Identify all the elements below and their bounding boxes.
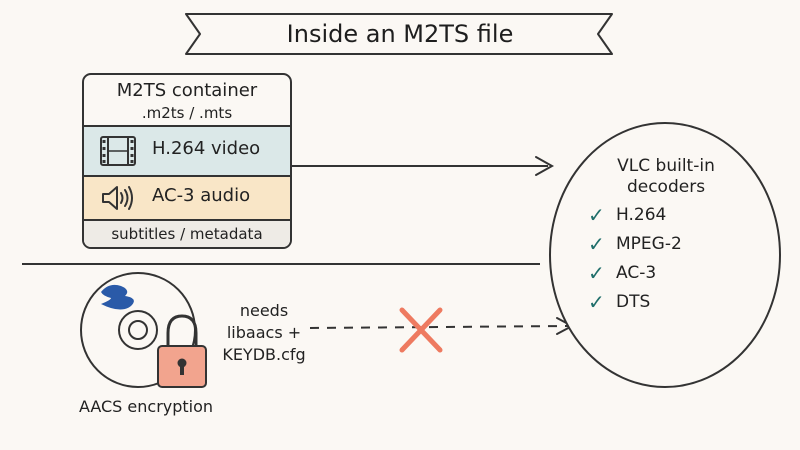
needs-note-line2: libaacs + [226,323,302,342]
title-banner [185,13,613,55]
lock-icon [157,314,207,388]
decoder-item: DTS [616,292,651,312]
audio-stream-row: AC-3 audio [84,175,290,219]
check-icon: ✓ [588,232,605,256]
decoder-item: H.264 [616,205,667,225]
container-extensions: .m2ts / .mts [141,104,233,122]
encryption-to-decoders-dashed-arrow [309,317,575,335]
video-label: H.264 video [152,138,261,159]
decoder-item: AC-3 [616,263,657,283]
container-title: M2TS container [116,80,258,101]
cross-icon [399,307,443,353]
container-header: M2TS container .m2ts / .mts [84,75,290,125]
needs-note-line1: needs [239,301,289,320]
diagram-title: Inside an M2TS file [286,20,514,48]
video-stream-row: H.264 video [84,125,290,175]
subtitles-label: subtitles / metadata [111,225,263,243]
decoder-item: MPEG-2 [616,234,682,254]
needs-note-line3: KEYDB.cfg [222,345,306,364]
check-icon: ✓ [588,203,605,227]
check-icon: ✓ [588,290,605,314]
audio-label: AC-3 audio [152,185,251,206]
decoders-title-line2: decoders [626,177,706,197]
aacs-encryption-label: AACS encryption [78,397,214,416]
check-icon: ✓ [588,261,605,285]
subtitles-row: subtitles / metadata [84,219,290,247]
speaker-icon [102,186,133,210]
container-to-decoders-arrow [292,156,555,176]
film-icon [100,136,136,166]
decoders-ellipse [549,122,781,388]
decoders-title-line1: VLC built-in [617,156,715,176]
m2ts-container-box: M2TS container .m2ts / .mts H.264 video … [82,73,292,249]
